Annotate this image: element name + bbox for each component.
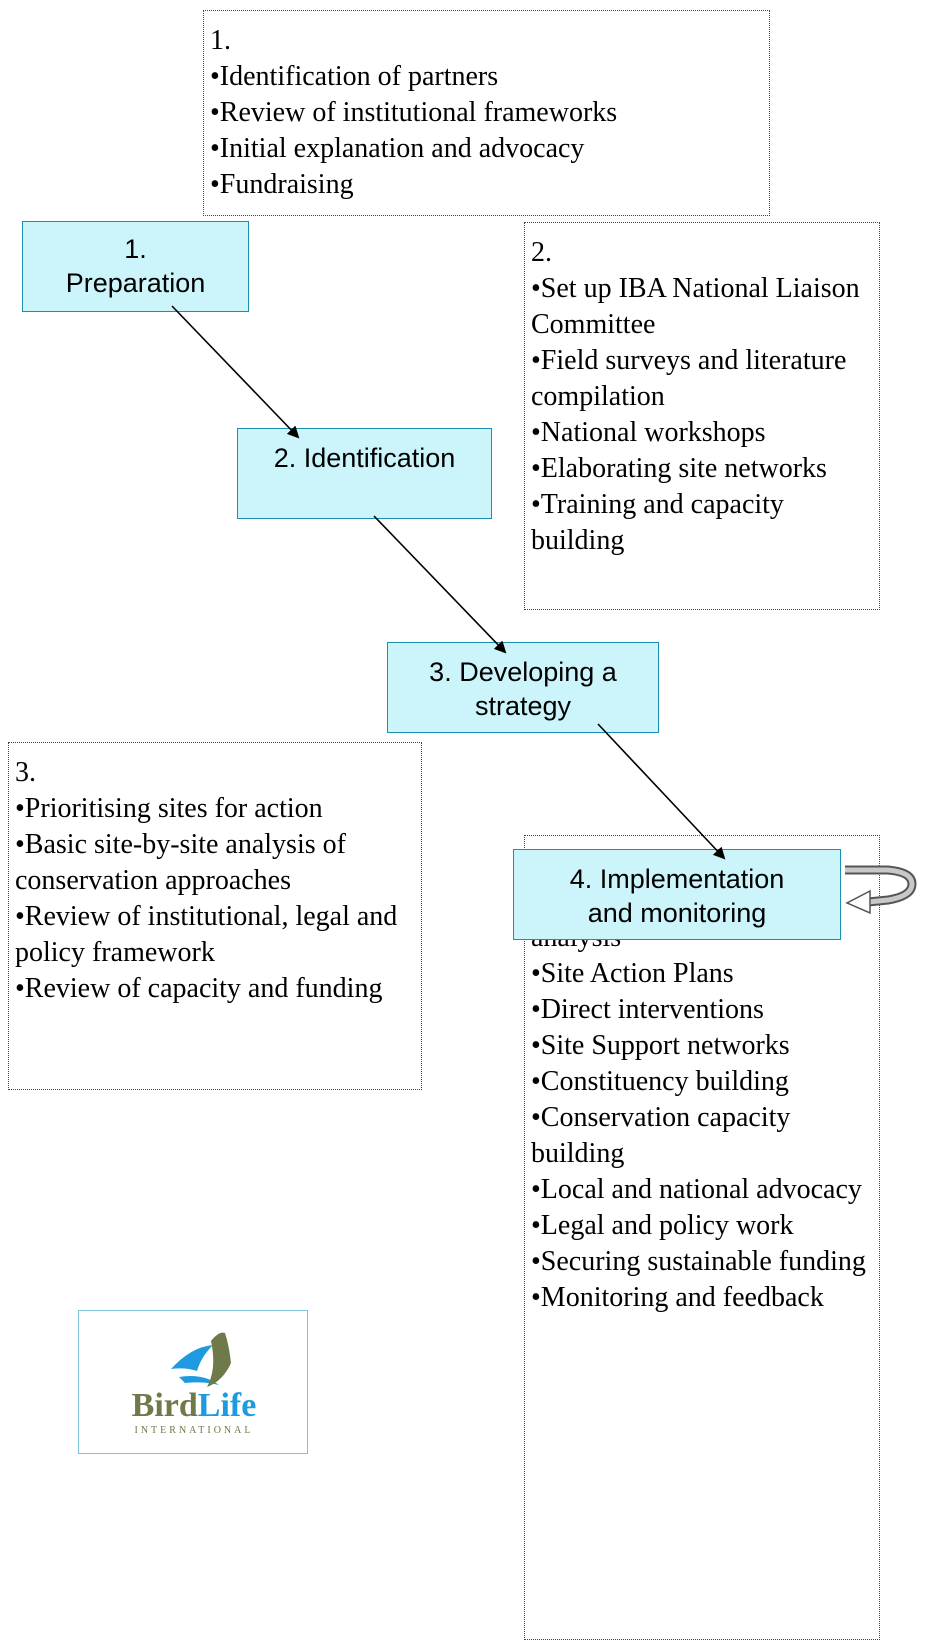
step-box-identification: 2. Identification	[237, 428, 492, 519]
step-4-label-line1: 4. Implementation	[569, 864, 785, 894]
step-3-label-line1: 3. Developing a	[429, 657, 617, 687]
note-box-1: 1. •Identification of partners •Review o…	[203, 10, 770, 216]
note-4-item: •Legal and policy work	[531, 1210, 794, 1241]
note-2-number: 2.	[531, 237, 552, 268]
note-3-item: •Basic site-by-site analysis of conserva…	[15, 829, 346, 896]
note-2-item: •National workshops	[531, 417, 766, 448]
note-box-2: 2. •Set up IBA National Liaison Committe…	[524, 222, 880, 610]
step-box-developing-strategy: 3. Developing a strategy	[387, 642, 659, 733]
note-1-item: •Initial explanation and advocacy	[210, 133, 585, 164]
step-2-label: 2. Identification	[273, 443, 456, 473]
note-3-item: •Prioritising sites for action	[15, 793, 323, 824]
note-4-item: •Monitoring and feedback	[531, 1282, 824, 1313]
note-4-item: •Constituency building	[531, 1066, 789, 1097]
arrow-identification-to-strategy	[373, 515, 507, 654]
arrow-strategy-to-implementation	[597, 723, 726, 860]
arrow-preparation-to-identification	[171, 305, 300, 439]
step-1-label: Preparation	[65, 268, 206, 298]
logo-name-life: Life	[197, 1387, 257, 1424]
note-1-number: 1.	[210, 25, 231, 56]
birdlife-bird-icon	[171, 1332, 231, 1387]
note-3-item: •Review of capacity and funding	[15, 973, 383, 1004]
step-box-preparation: 1. Preparation	[22, 221, 249, 312]
note-1-item: •Fundraising	[210, 169, 354, 200]
step-3-label-line2: strategy	[474, 691, 572, 721]
feedback-loop-arrow	[845, 865, 917, 915]
logo-name: BirdLife	[79, 1387, 309, 1425]
note-2-item: •Field surveys and literature compilatio…	[531, 345, 847, 412]
note-box-4: 4. •Problem and stakeholder analysis •Si…	[524, 835, 880, 1640]
note-2-item: •Elaborating site networks	[531, 453, 827, 484]
step-1-number: 1.	[124, 234, 147, 264]
note-3-item: •Review of institutional, legal and poli…	[15, 901, 398, 968]
birdlife-logo: BirdLife INTERNATIONAL	[78, 1310, 308, 1454]
note-2-item: •Set up IBA National Liaison Committee	[531, 273, 860, 340]
note-4-item: •Securing sustainable funding	[531, 1246, 866, 1277]
note-box-3: 3. •Prioritising sites for action •Basic…	[8, 742, 422, 1090]
note-2-item: •Training and capacity building	[531, 489, 784, 556]
note-1-item: •Identification of partners	[210, 61, 499, 92]
note-4-item: •Direct interventions	[531, 994, 764, 1025]
note-4-item: •Conservation capacity building	[531, 1102, 791, 1169]
step-4-label-line2: and monitoring	[587, 898, 767, 928]
note-1-item: •Review of institutional frameworks	[210, 97, 618, 128]
note-3-number: 3.	[15, 757, 36, 788]
note-4-item: •Site Action Plans	[531, 958, 734, 989]
note-4-item: •Site Support networks	[531, 1030, 790, 1061]
note-4-item: •Local and national advocacy	[531, 1174, 862, 1205]
logo-name-bird: Bird	[131, 1387, 198, 1424]
logo-subtitle: INTERNATIONAL	[134, 1425, 254, 1436]
step-box-implementation: 4. Implementation and monitoring	[513, 849, 841, 940]
